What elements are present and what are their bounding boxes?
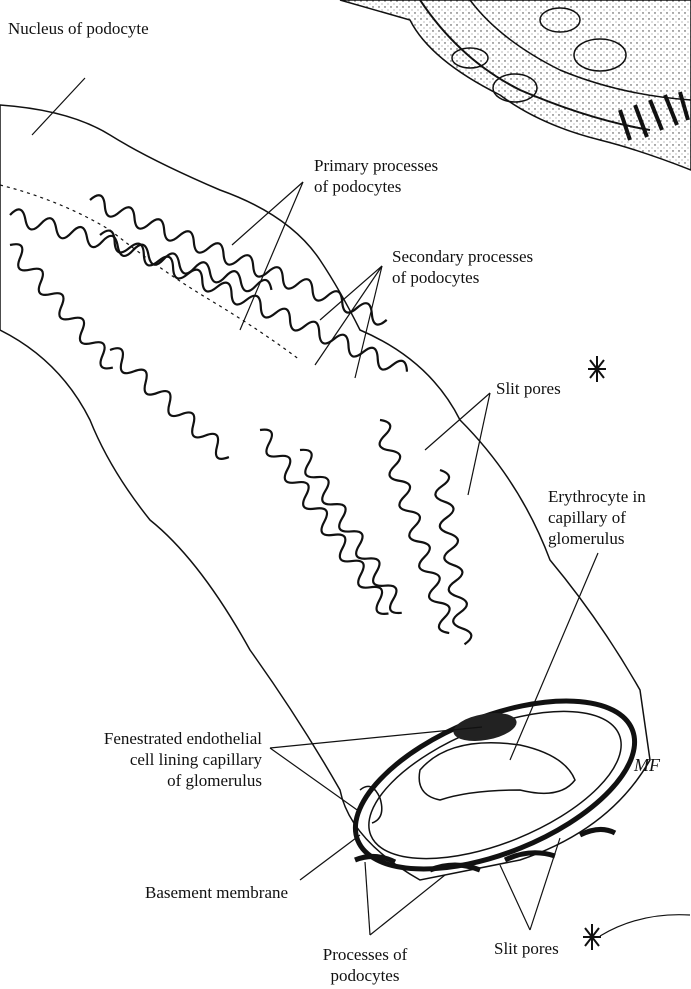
label-fenestrated-line-1: Fenestrated endothelial [40, 728, 262, 749]
leader-lines [32, 78, 598, 935]
label-nucleus-of-podocyte: Nucleus of podocyte [8, 18, 149, 39]
label-slit-pores-top: Slit pores [496, 378, 561, 399]
label-processes-line-1: Processes of [290, 944, 440, 965]
label-primary-line-1: Primary processes [314, 155, 438, 176]
label-secondary-processes: Secondary processes of podocytes [392, 246, 533, 288]
label-slit-pores-bottom: Slit pores [494, 938, 559, 959]
label-processes-line-2: podocytes [290, 965, 440, 986]
capillary-cross-section [332, 667, 657, 904]
label-erythrocyte-line-1: Erythrocyte in [548, 486, 646, 507]
label-basement-membrane: Basement membrane [145, 882, 288, 903]
label-secondary-line-1: Secondary processes [392, 246, 533, 267]
label-primary-processes: Primary processes of podocytes [314, 155, 438, 197]
asterisk-marks [583, 356, 690, 950]
label-erythrocyte-line-3: glomerulus [548, 528, 646, 549]
label-secondary-line-2: of podocytes [392, 267, 533, 288]
label-erythrocyte: Erythrocyte in capillary of glomerulus [548, 486, 646, 549]
podocyte-cell-body [340, 0, 691, 170]
artist-signature: MF [634, 755, 660, 776]
label-fenestrated-line-2: cell lining capillary [40, 749, 262, 770]
label-fenestrated-line-3: of glomerulus [40, 770, 262, 791]
label-primary-line-2: of podocytes [314, 176, 438, 197]
label-erythrocyte-line-2: capillary of [548, 507, 646, 528]
label-processes-of-podocytes: Processes of podocytes [290, 944, 440, 986]
label-fenestrated-endothelial: Fenestrated endothelial cell lining capi… [40, 728, 262, 791]
